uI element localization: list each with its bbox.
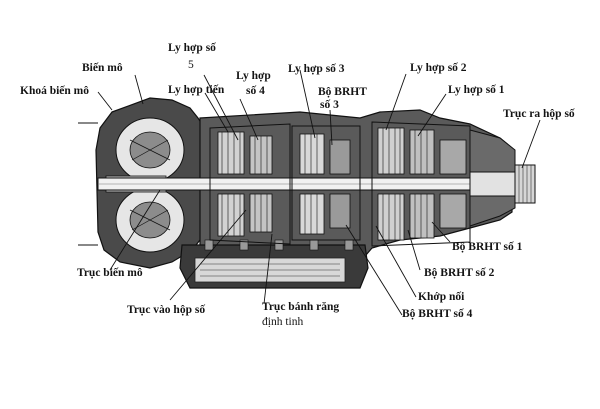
- main-shaft: [78, 122, 536, 246]
- clutch-packs: [209, 121, 471, 247]
- label-ly-hop-so-4-line1: Ly hợp: [236, 70, 271, 82]
- labels: Biến mô Khoá biến mô Ly hợp số 5 Ly hợp …: [20, 41, 575, 328]
- label-ly-hop-so-5-line2: 5: [188, 59, 194, 71]
- label-ly-hop-so-5-line1: Ly hợp số: [168, 41, 216, 54]
- label-ly-hop-so-4-line2: số 4: [246, 84, 265, 97]
- label-bo-brht-so-3-line1: Bộ BRHT: [318, 86, 367, 98]
- label-khoa-bien-mo: Khoá biến mô: [20, 84, 89, 97]
- label-ly-hop-so-2: Ly hợp số 2: [410, 61, 467, 74]
- label-ly-hop-so-1: Ly hợp số 1: [448, 83, 505, 96]
- label-bo-brht-so-3-line2: số 3: [320, 98, 339, 111]
- label-truc-vao-hop-so: Trục vào hộp số: [127, 303, 205, 316]
- label-bo-brht-so-1: Bộ BRHT số 1: [452, 240, 523, 253]
- label-truc-ra-hop-so: Trục ra hộp số: [503, 107, 575, 120]
- label-ly-hop-tien: Ly hợp tiến: [168, 83, 225, 96]
- label-truc-bien-mo: Trục biến mô: [77, 266, 143, 279]
- label-truc-banh-rang-line2: định tinh: [262, 316, 303, 328]
- leader-lines: [97, 69, 541, 316]
- label-bo-brht-so-4: Bộ BRHT số 4: [402, 307, 473, 320]
- label-bo-brht-so-2: Bộ BRHT số 2: [424, 266, 495, 279]
- label-ly-hop-so-3: Ly hợp số 3: [288, 62, 345, 75]
- label-truc-banh-rang-line1: Trục bánh răng: [262, 301, 339, 313]
- label-bien-mo: Biến mô: [82, 61, 123, 74]
- label-khop-noi: Khớp nối: [418, 290, 465, 303]
- torque-converter: [105, 117, 185, 253]
